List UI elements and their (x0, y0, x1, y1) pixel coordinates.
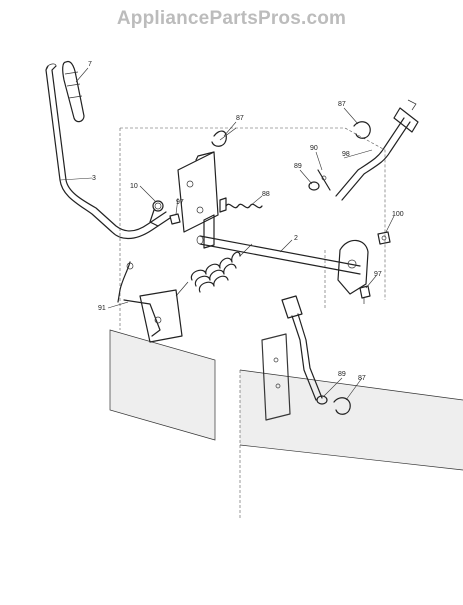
lift-lever-part-3 (45, 63, 171, 240)
frame-panels (109, 127, 463, 520)
hairpin-part-87-top (211, 127, 237, 147)
hairpin-part-87-right (353, 121, 371, 139)
washer-part-89-lower (316, 395, 328, 405)
right-arm-assembly (337, 231, 391, 295)
callout-98: 98 (342, 151, 350, 158)
callout-2: 2 (294, 235, 298, 242)
callout-3: 3 (92, 175, 96, 182)
spring-part-10 (149, 200, 164, 227)
callout-labels: 7 87 87 87 90 98 89 89 3 10 97 97 88 2 1… (88, 61, 404, 382)
callout-100: 100 (392, 211, 404, 218)
cross-shaft-part-2 (196, 235, 361, 275)
lower-right-lever (261, 295, 323, 421)
callout-97-upper: 97 (176, 199, 184, 206)
pivot-bracket (177, 151, 227, 249)
callout-89-upper: 89 (294, 163, 302, 170)
callout-97-lower: 97 (374, 271, 382, 278)
leader-lines (59, 67, 395, 401)
callout-88: 88 (262, 191, 270, 198)
bolt-part-97-lower (359, 285, 371, 304)
callout-91: 91 (98, 305, 106, 312)
callout-90: 90 (310, 145, 318, 152)
washer-part-89-upper (308, 181, 320, 191)
hairpin-part-87-bottom (333, 397, 351, 415)
callout-89-lower: 89 (338, 371, 346, 378)
watermark: AppliancePartsPros.com (116, 8, 347, 29)
spring-part-88 (225, 203, 263, 209)
pin-part-90 (317, 169, 331, 191)
bolt-part-97-upper (169, 213, 181, 225)
callout-10: 10 (130, 183, 138, 190)
rod-part-98 (335, 99, 419, 201)
callout-87-bottom: 87 (358, 375, 366, 382)
coil-spring (175, 243, 253, 297)
callout-7: 7 (88, 61, 92, 68)
callout-87-right: 87 (338, 101, 346, 108)
callout-87-top: 87 (236, 115, 244, 122)
linkage-part-91 (117, 261, 183, 343)
grip-part-7 (62, 60, 85, 123)
